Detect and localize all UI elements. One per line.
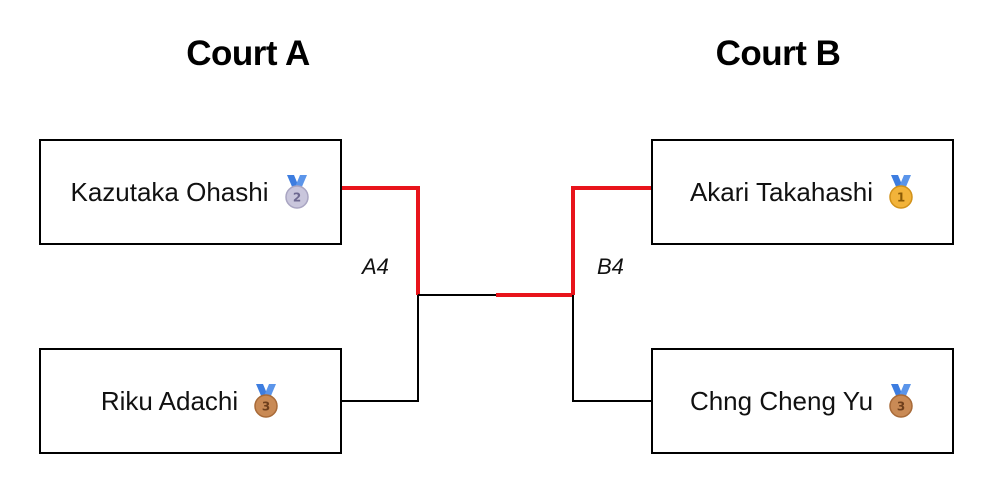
match-label-b4: B4 bbox=[597, 254, 624, 279]
player-box-akari-takahashi: Akari Takahashi 1 bbox=[651, 139, 954, 245]
gold-medal-icon: 1 bbox=[889, 175, 913, 209]
player-name: Kazutaka Ohashi bbox=[70, 176, 269, 207]
player-name: Akari Takahashi bbox=[689, 176, 874, 207]
court-b-title: Court B bbox=[715, 34, 841, 73]
player-box-chng-cheng-yu: Chng Cheng Yu 3 bbox=[651, 348, 954, 454]
player-name: Chng Cheng Yu bbox=[689, 385, 874, 416]
bracket-line-b1-winner bbox=[571, 186, 651, 295]
bronze-medal-icon: 3 bbox=[254, 384, 278, 418]
medal-number: 1 bbox=[897, 191, 905, 205]
player-box-kazutaka-ohashi: Kazutaka Ohashi 2 bbox=[39, 139, 342, 245]
player-name: Riku Adachi bbox=[100, 385, 239, 416]
medal-number: 3 bbox=[262, 400, 270, 414]
match-label-a4: A4 bbox=[362, 254, 389, 279]
medal-number: 2 bbox=[292, 191, 300, 205]
bracket-line-b2 bbox=[572, 295, 651, 402]
player-box-riku-adachi: Riku Adachi 3 bbox=[39, 348, 342, 454]
bronze-medal-icon: 3 bbox=[889, 384, 913, 418]
medal-number: 3 bbox=[897, 400, 905, 414]
court-a-title: Court A bbox=[186, 34, 310, 73]
silver-medal-icon: 2 bbox=[284, 175, 309, 209]
bracket-line-a1-winner bbox=[342, 186, 420, 295]
bracket-line-a2 bbox=[342, 295, 419, 402]
